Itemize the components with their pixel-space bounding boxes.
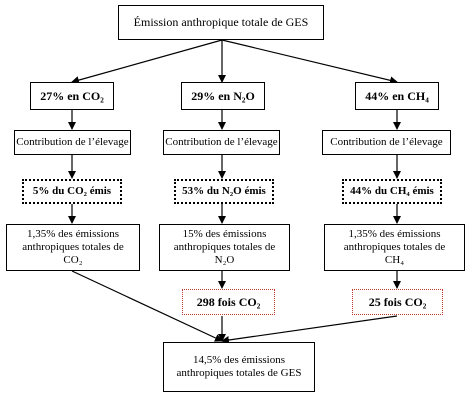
n2o-result-line-3: N₂O: [214, 254, 235, 266]
co2-livestock-share-label: 5% du CO₂ émis: [32, 185, 112, 197]
co2-livestock-share-box: 5% du CO₂ émis: [22, 179, 122, 204]
ch4-gwp-box: 25 fois CO₂: [352, 289, 443, 315]
n2o-share-label: 29% en N₂O: [191, 88, 255, 103]
n2o-gwp-label: 298 fois CO₂: [196, 294, 261, 309]
co2-result-line-3: CO₂: [63, 254, 83, 266]
arrow-title-to-co2: [71, 39, 223, 84]
ch4-contribution-box: Contribution de l’élevage: [322, 130, 451, 155]
ch4-result-box: 1,35% des émissions anthropiques totales…: [324, 224, 465, 271]
co2-share-label: 27% en CO₂: [40, 88, 104, 103]
arrow-title-to-ch4: [221, 39, 398, 85]
ch4-result-line-1: 1,35% des émissions: [348, 228, 441, 240]
arrow-co2-result-to-total: [71, 270, 223, 342]
total-line-1: 14,5% des émissions: [193, 354, 285, 366]
co2-contribution-label: Contribution de l’élevage: [16, 136, 129, 148]
n2o-result-box: 15% des émissions anthropiques totales d…: [159, 224, 290, 271]
n2o-contribution-label: Contribution de l’élevage: [165, 136, 278, 148]
n2o-result-line-1: 15% des émissions: [182, 228, 267, 240]
co2-result-line-2: anthropiques totales de: [22, 241, 124, 253]
n2o-livestock-share-label: 53% du N₂O émis: [182, 185, 266, 197]
ch4-share-label: 44% en CH₄: [365, 88, 429, 103]
ch4-contribution-label: Contribution de l’élevage: [330, 136, 443, 148]
total-line-2: anthropiques totales de GES: [176, 367, 302, 379]
n2o-result-line-2: anthropiques totales de: [173, 241, 276, 253]
ch4-livestock-share-label: 44% du CH₄ émis: [350, 185, 434, 197]
n2o-contribution-box: Contribution de l’élevage: [163, 130, 280, 155]
co2-result-box: 1,35% des émissions anthropiques totales…: [6, 224, 140, 271]
ch4-livestock-share-box: 44% du CH₄ émis: [342, 179, 442, 204]
total-box: 14,5% des émissions anthropiques totales…: [163, 342, 315, 392]
title-text: Émission anthropique totale de GES: [133, 15, 309, 29]
n2o-share-box: 29% en N₂O: [181, 82, 265, 110]
co2-share-box: 27% en CO₂: [30, 82, 114, 110]
n2o-livestock-share-box: 53% du N₂O émis: [174, 179, 274, 204]
co2-contribution-box: Contribution de l’élevage: [14, 130, 131, 155]
arrow-ch4-gwp-to-total: [221, 315, 398, 344]
co2-result-line-1: 1,35% des émissions: [27, 228, 119, 240]
title-box: Émission anthropique totale de GES: [118, 5, 324, 40]
ch4-result-line-3: CH₄: [384, 254, 405, 266]
ch4-share-box: 44% en CH₄: [355, 82, 439, 110]
ch4-gwp-label: 25 fois CO₂: [368, 294, 427, 309]
n2o-gwp-box: 298 fois CO₂: [182, 289, 275, 315]
ch4-result-line-2: anthropiques totales de: [343, 241, 446, 253]
